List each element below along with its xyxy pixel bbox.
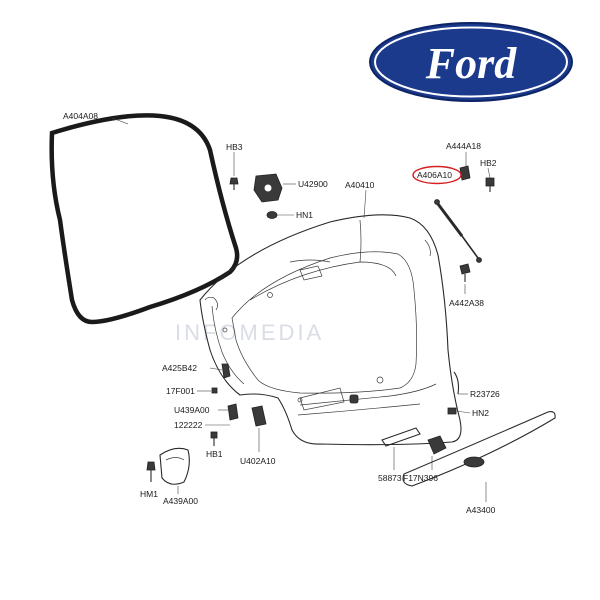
clip-17f001	[211, 387, 218, 394]
ford-logo-text: Ford	[425, 39, 517, 88]
label-switch: U439A00	[174, 405, 210, 415]
ford-logo: Ford	[369, 22, 573, 102]
label-camera: F17N396	[403, 473, 438, 483]
label-tailgate: A40410	[345, 180, 375, 190]
rear-camera	[427, 435, 447, 455]
label-screw: 122222	[174, 420, 203, 430]
label-hn2: HN2	[472, 408, 489, 418]
label-clip: 17F001	[166, 386, 195, 396]
hb1-bolt	[210, 431, 218, 446]
latch-motor	[253, 173, 283, 203]
label-plate: 58873	[378, 473, 402, 483]
tailgate-bumper	[221, 363, 231, 379]
label-hb2: HB2	[480, 158, 497, 168]
licence-plate-lamp-bar	[381, 427, 421, 447]
label-latch-motor: U42900	[298, 179, 328, 189]
lower-bracket	[159, 447, 190, 485]
label-hb1: HB1	[206, 449, 223, 459]
strut-lower-ball	[459, 263, 471, 282]
label-moulding: A43400	[466, 505, 496, 515]
hn2-nut	[447, 407, 457, 415]
highlight-ring	[412, 165, 462, 185]
label-hn1: HN1	[296, 210, 313, 220]
hb2-bolt	[485, 177, 495, 192]
label-weatherstrip: A404A08	[63, 111, 98, 121]
hm1-nut	[146, 461, 156, 482]
label-gas-strut: A406A10	[417, 170, 452, 180]
label-strut-lower: A442A38	[449, 298, 484, 308]
handle-switch	[251, 405, 267, 427]
watermark-text: INFOMEDIA	[175, 320, 324, 345]
label-hb3: HB3	[226, 142, 243, 152]
hn2-leader	[455, 410, 471, 414]
strut-upper-mount	[459, 165, 471, 181]
label-handle-switch: U402A10	[240, 456, 276, 466]
release-cable	[453, 371, 460, 395]
label-cable: R23726	[470, 389, 500, 399]
bumper-leader	[209, 367, 223, 371]
tailgate-leader	[363, 189, 367, 219]
tailgate-switch	[227, 403, 239, 421]
label-strut-mount: A444A18	[446, 141, 481, 151]
label-hm1: HM1	[140, 489, 158, 499]
hb3-bolt	[229, 177, 239, 190]
hb2-leader	[487, 167, 491, 179]
tailgate-moulding	[402, 411, 556, 487]
weatherstrip-seal	[49, 113, 240, 325]
hn1-nut	[266, 211, 278, 219]
weatherstrip-leader	[111, 117, 129, 125]
label-bracket: A439A00	[163, 496, 198, 506]
gas-strut	[434, 199, 482, 263]
tailgate-panel	[199, 214, 462, 446]
label-bumper: A425B42	[162, 363, 197, 373]
